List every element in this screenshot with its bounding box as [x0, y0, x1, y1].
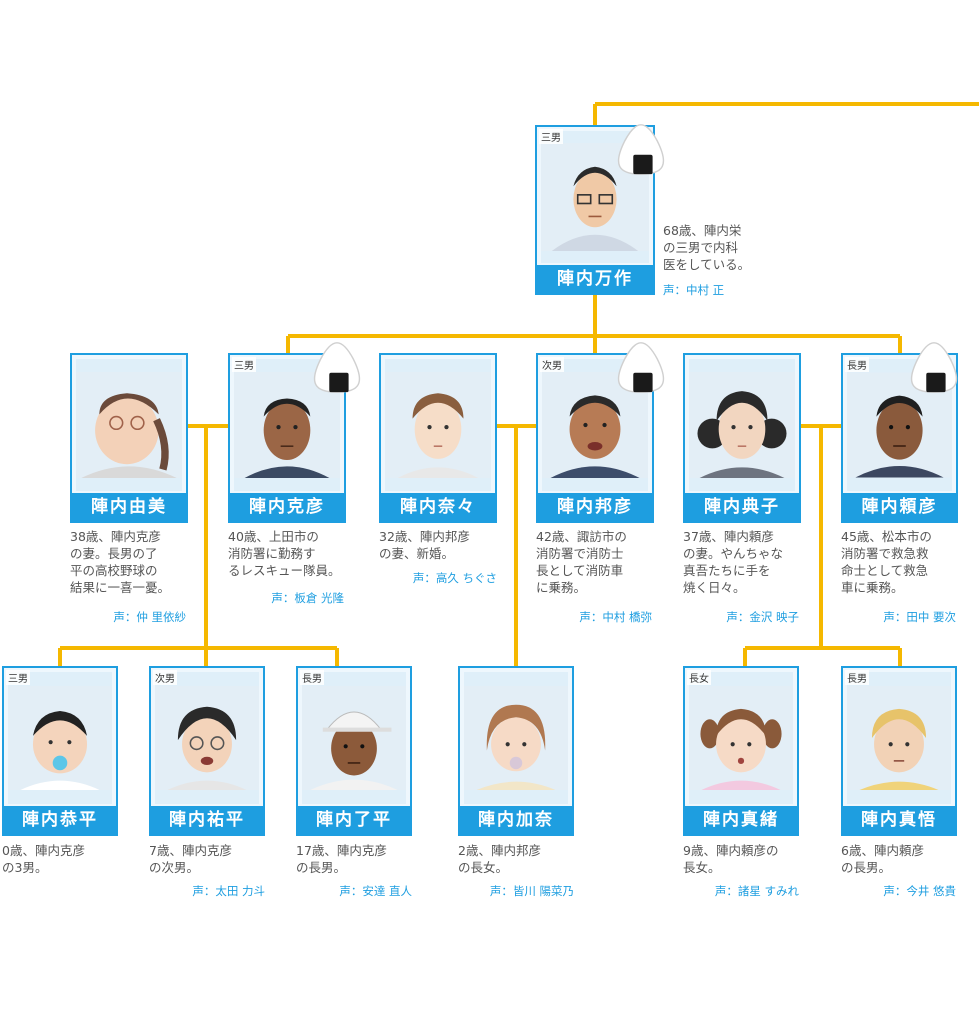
portrait-nana	[385, 359, 491, 491]
desc-kunihiko: 42歳、諏訪市の 消防署で消防士 長として消防車 に乗務。	[536, 529, 627, 595]
name-label: 陣内克彦	[230, 493, 344, 521]
desc-noriko: 37歳、陣内頼彦 の妻。やんちゃな 真吾たちに手を 焼く日々。	[683, 529, 784, 595]
relation-label: 次男	[540, 357, 564, 372]
name-label: 陣内真悟	[843, 806, 955, 834]
portrait-kyohei	[8, 672, 112, 804]
desc-kyohei: 0歳、陣内克彦 の3男。	[2, 843, 85, 875]
portrait-ryohei	[302, 672, 406, 804]
name-label: 陣内由美	[72, 493, 186, 521]
name-label: 陣内万作	[537, 265, 653, 293]
portrait-yumi	[76, 359, 182, 491]
card-noriko: 陣内典子	[683, 353, 801, 523]
voice-yumi: 声：仲 里依紗	[113, 610, 186, 624]
name-label: 陣内典子	[685, 493, 799, 521]
onigiri-icon	[612, 338, 670, 396]
card-yorihiko: 長男 陣内頼彦	[841, 353, 958, 523]
relation-label: 長男	[845, 357, 869, 372]
relation-label: 三男	[232, 357, 256, 372]
relation-label: 三男	[539, 129, 563, 144]
desc-mao: 9歳、陣内頼彦の 長女。	[683, 843, 779, 875]
card-yumi: 陣内由美	[70, 353, 188, 523]
name-label: 陣内恭平	[4, 806, 116, 834]
card-kana: 陣内加奈	[458, 666, 574, 836]
onigiri-icon	[612, 120, 670, 178]
card-nana: 陣内奈々	[379, 353, 497, 523]
portrait-kana	[464, 672, 568, 804]
voice-shingo: 声：今井 悠貴	[883, 884, 956, 898]
voice-ryohei: 声：安達 直人	[339, 884, 412, 898]
desc-kana: 2歳、陣内邦彦 の長女。	[458, 843, 541, 875]
relation-label: 次男	[153, 670, 177, 685]
portrait-mao	[689, 672, 793, 804]
name-label: 陣内奈々	[381, 493, 495, 521]
desc-yuhei: 7歳、陣内克彦 の次男。	[149, 843, 232, 875]
onigiri-icon	[308, 338, 366, 396]
voice-mansaku: 声：中村 正	[663, 283, 725, 297]
name-label: 陣内了平	[298, 806, 410, 834]
desc-mansaku: 68歳、陣内栄 の三男で内科 医をしている。	[663, 223, 751, 272]
name-label: 陣内頼彦	[843, 493, 956, 521]
voice-kunihiko: 声：中村 橋弥	[579, 610, 652, 624]
card-yuhei: 次男 陣内祐平	[149, 666, 265, 836]
desc-shingo: 6歳、陣内頼彦 の長男。	[841, 843, 924, 875]
desc-nana: 32歳、陣内邦彦 の妻、新婚。	[379, 529, 470, 561]
portrait-shingo	[847, 672, 951, 804]
relation-label: 長男	[845, 670, 869, 685]
relation-label: 長女	[687, 670, 711, 685]
desc-ryohei: 17歳、陣内克彦 の長男。	[296, 843, 387, 875]
voice-kana: 声：皆川 陽菜乃	[489, 884, 574, 898]
desc-katsuhiko: 40歳、上田市の 消防署に勤務す るレスキュー隊員。	[228, 529, 341, 578]
relation-label: 長男	[300, 670, 324, 685]
card-mansaku: 三男 陣内万作	[535, 125, 655, 295]
desc-yorihiko: 45歳、松本市の 消防署で救急救 命士として救急 車に乗務。	[841, 529, 932, 595]
card-kyohei: 三男 陣内恭平	[2, 666, 118, 836]
card-shingo: 長男 陣内真悟	[841, 666, 957, 836]
desc-yumi: 38歳、陣内克彦 の妻。長男の了 平の高校野球の 結果に一喜一憂。	[70, 529, 171, 595]
voice-yuhei: 声：太田 力斗	[192, 884, 265, 898]
portrait-noriko	[689, 359, 795, 491]
voice-noriko: 声：金沢 映子	[726, 610, 799, 624]
name-label: 陣内真緒	[685, 806, 797, 834]
voice-yorihiko: 声：田中 要次	[883, 610, 956, 624]
voice-mao: 声：諸星 すみれ	[714, 884, 799, 898]
card-ryohei: 長男 陣内了平	[296, 666, 412, 836]
portrait-yuhei	[155, 672, 259, 804]
voice-katsuhiko: 声：板倉 光隆	[271, 591, 344, 605]
name-label: 陣内加奈	[460, 806, 572, 834]
portrait-yorihiko	[847, 359, 952, 491]
onigiri-icon	[905, 338, 963, 396]
name-label: 陣内祐平	[151, 806, 263, 834]
relation-label: 三男	[6, 670, 30, 685]
card-mao: 長女 陣内真緒	[683, 666, 799, 836]
voice-nana: 声：高久 ちぐさ	[412, 571, 497, 585]
name-label: 陣内邦彦	[538, 493, 652, 521]
